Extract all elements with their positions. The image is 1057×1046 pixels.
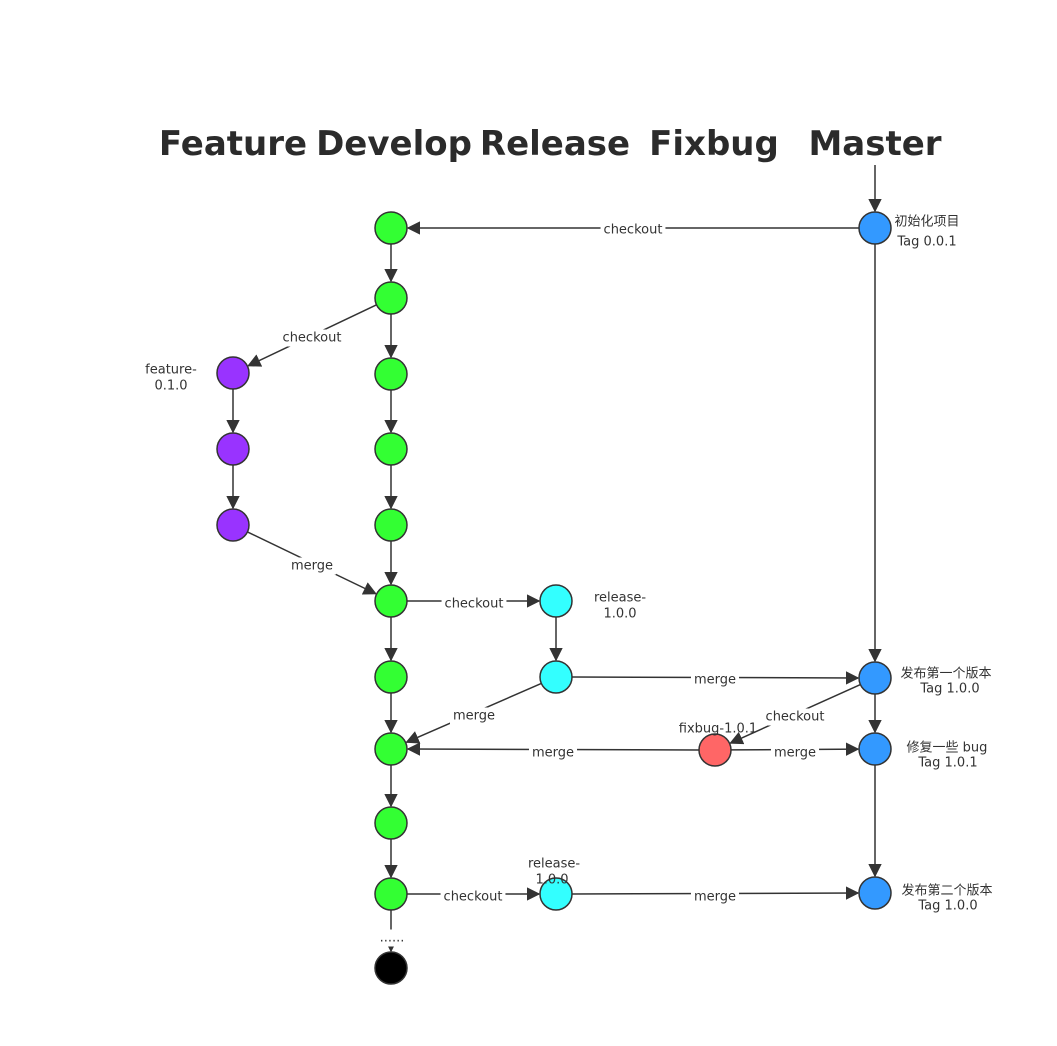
commit-node-d5 xyxy=(374,508,408,542)
lane-titles: Feature Develop Release Fixbug Master xyxy=(159,124,942,164)
commit-node-d10 xyxy=(374,877,408,911)
nodes-layer xyxy=(216,211,892,985)
commit-node-f3 xyxy=(216,508,250,542)
edge-label-r2-m2-bg xyxy=(690,671,740,689)
node-label-f1-1: 0.1.0 xyxy=(154,379,187,394)
node-label-b1-0: fixbug-1.0.1 xyxy=(679,722,757,737)
commit-node-d6 xyxy=(374,584,408,618)
edge-label-r2-m2: merge xyxy=(694,673,736,688)
edge-label-d6-r1: checkout xyxy=(445,597,504,612)
edge-label-b1-d8-bg xyxy=(528,744,578,762)
edge-label-m2-b1: checkout xyxy=(766,710,825,725)
edge-label-d10-r3-bg xyxy=(440,888,506,906)
edge-label-r3-m4-bg xyxy=(690,888,740,906)
edge-label-d10-end: ...... xyxy=(380,931,405,946)
edge-label-d10-r3: checkout xyxy=(444,890,503,905)
lane-title-fixbug: Fixbug xyxy=(649,124,779,164)
commit-node-d8 xyxy=(374,732,408,766)
edge-label-m1-d1-bg xyxy=(600,221,666,239)
edge-label-m2-b1-bg xyxy=(762,708,828,726)
edge-label-b1-m3: merge xyxy=(774,746,816,761)
commit-node-d3 xyxy=(374,357,408,391)
commit-node-d9 xyxy=(374,806,408,840)
edge-label-m1-d1: checkout xyxy=(604,223,663,238)
commit-node-m4 xyxy=(858,876,892,910)
commit-node-d1 xyxy=(374,211,408,245)
edge-label-r2-d8: merge xyxy=(453,709,495,724)
edge-label-b1-d8: merge xyxy=(532,746,574,761)
node-label-f1-0: feature- xyxy=(145,363,197,378)
edge-label-b1-m3-bg xyxy=(770,744,820,762)
edge-label-r3-m4: merge xyxy=(694,890,736,905)
node-label-r1-0: release- xyxy=(594,591,646,606)
edge-label-d6-r1-bg xyxy=(441,595,507,613)
edge-label-f3-d6-bg xyxy=(287,557,337,575)
node-label-r3-0: release- xyxy=(528,857,580,872)
edge-label-f3-d6: merge xyxy=(291,559,333,574)
node-label-m3-0: 修复一些 bug xyxy=(907,741,988,756)
node-label-m2-1: Tag 1.0.0 xyxy=(919,682,979,697)
lane-title-release: Release xyxy=(480,124,630,164)
commit-node-f2 xyxy=(216,432,250,466)
node-label-r3-1: 1.0.0 xyxy=(535,873,568,888)
node-label-m4-0: 发布第二个版本 xyxy=(901,883,992,899)
edge-label-d2-f1: checkout xyxy=(283,331,342,346)
commit-node-d2 xyxy=(374,281,408,315)
edge-label-d10-end-bg xyxy=(376,929,408,947)
commit-node-r3 xyxy=(539,877,573,911)
commit-node-m1 xyxy=(858,211,892,245)
commit-node-f1 xyxy=(216,356,250,390)
commit-node-end xyxy=(374,951,408,985)
commit-node-b1 xyxy=(698,733,732,767)
lane-title-master: Master xyxy=(808,124,941,164)
commit-node-m2 xyxy=(858,661,892,695)
commit-node-d4 xyxy=(374,432,408,466)
node-label-m1-0: 初始化项目 xyxy=(894,215,959,230)
lane-title-feature: Feature xyxy=(159,124,307,164)
node-label-m2-0: 发布第一个版本 xyxy=(900,666,991,682)
edge-label-r2-d8-bg xyxy=(449,707,499,725)
node-label-r1-1: 1.0.0 xyxy=(603,607,636,622)
edge-label-d2-f1-bg xyxy=(279,329,345,347)
node-label-m3-1: Tag 1.0.1 xyxy=(917,756,977,771)
lane-title-develop: Develop xyxy=(316,124,472,164)
node-label-m1-1: Tag 0.0.1 xyxy=(896,235,956,250)
commit-node-r2 xyxy=(539,660,573,694)
labels-layer: checkout...... checkout merge checkout merge… xyxy=(145,215,993,947)
node-label-m4-1: Tag 1.0.0 xyxy=(917,899,977,914)
commit-node-d7 xyxy=(374,660,408,694)
commit-node-m3 xyxy=(858,732,892,766)
commit-node-r1 xyxy=(539,584,573,618)
